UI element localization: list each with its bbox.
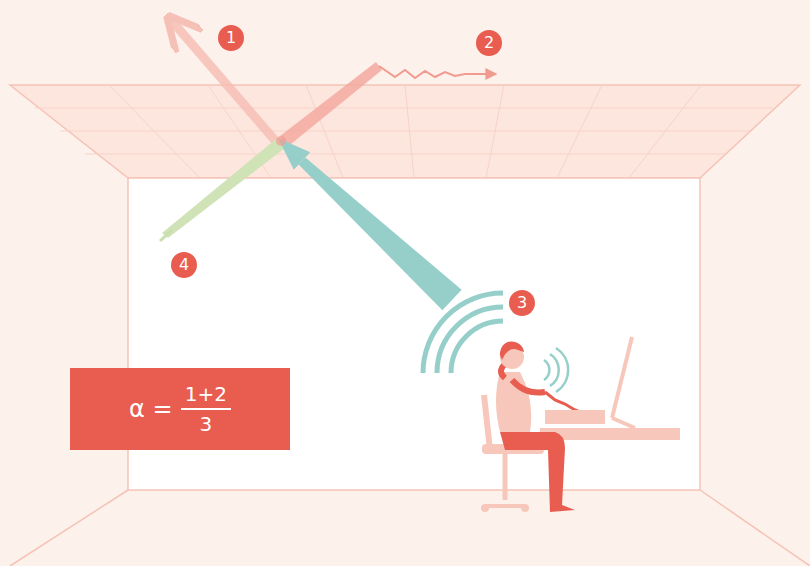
voice-waves bbox=[544, 348, 568, 392]
fraction: 1+23 bbox=[181, 382, 231, 436]
ceiling-grid bbox=[35, 85, 775, 178]
impact-point bbox=[276, 136, 286, 146]
ceiling bbox=[10, 85, 800, 178]
callout-number: 4 bbox=[171, 252, 197, 278]
diffused-ray-head bbox=[160, 230, 172, 241]
transmitted-ray-zigzag bbox=[379, 66, 495, 78]
fraction-numerator: 1+2 bbox=[181, 382, 231, 410]
diffused-ray bbox=[162, 139, 285, 238]
transmitted-ray bbox=[280, 62, 382, 148]
fraction-denominator: 3 bbox=[199, 410, 212, 436]
room-edges bbox=[10, 490, 810, 566]
callout-number: 2 bbox=[476, 30, 502, 56]
incident-sound bbox=[299, 157, 462, 310]
formula-box: α = 1+23 bbox=[70, 368, 290, 450]
callout-number: 3 bbox=[509, 290, 535, 316]
person-at-desk bbox=[481, 337, 680, 512]
sound-waves bbox=[423, 293, 503, 373]
callout-number: 1 bbox=[218, 25, 244, 51]
reflected-ray bbox=[171, 20, 279, 145]
formula-symbol: α = bbox=[129, 395, 173, 423]
